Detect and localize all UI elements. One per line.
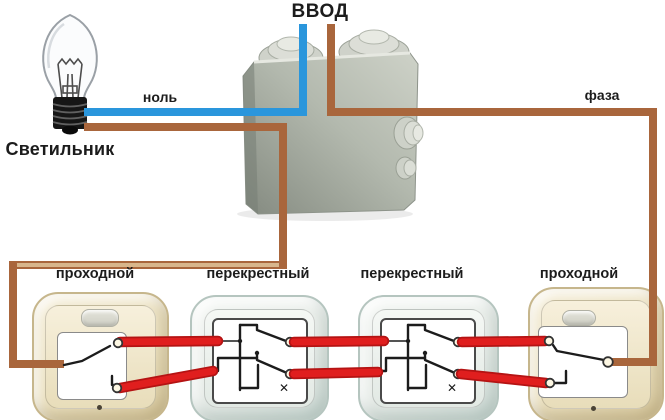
neutral-wire <box>84 24 307 116</box>
crossover-mark-left: ✕ <box>278 381 290 395</box>
bulb-glass <box>42 13 98 100</box>
switch-indicator-lens <box>81 309 119 327</box>
switch-label-3: перекрестный <box>360 266 464 282</box>
switch-screw-dot <box>97 405 102 410</box>
crossover-mark-right: ✕ <box>446 381 458 395</box>
side-gland-lower <box>395 156 417 180</box>
switch-label-1: проходной <box>55 266 135 282</box>
fixture-label: Светильник <box>5 139 115 159</box>
neutral-label: ноль <box>142 89 178 105</box>
switch-label-4: проходной <box>539 266 619 282</box>
schematic-passthrough-left <box>62 344 117 387</box>
schematic-passthrough-right <box>551 343 606 385</box>
bulb-filament <box>57 57 83 99</box>
phase-label: фаза <box>584 87 620 103</box>
light-bulb <box>42 13 98 135</box>
switch-label-2: перекрестный <box>206 266 310 282</box>
traveler-wires <box>120 341 546 388</box>
input-label: ВВОД <box>291 1 349 22</box>
input-phase-wire <box>327 24 657 366</box>
switch-indicator-lens <box>562 310 596 326</box>
side-gland-upper <box>393 116 424 150</box>
switch-screw-dot <box>591 406 596 411</box>
terminal-points <box>111 335 614 394</box>
lamp-phase-wire <box>9 123 287 368</box>
